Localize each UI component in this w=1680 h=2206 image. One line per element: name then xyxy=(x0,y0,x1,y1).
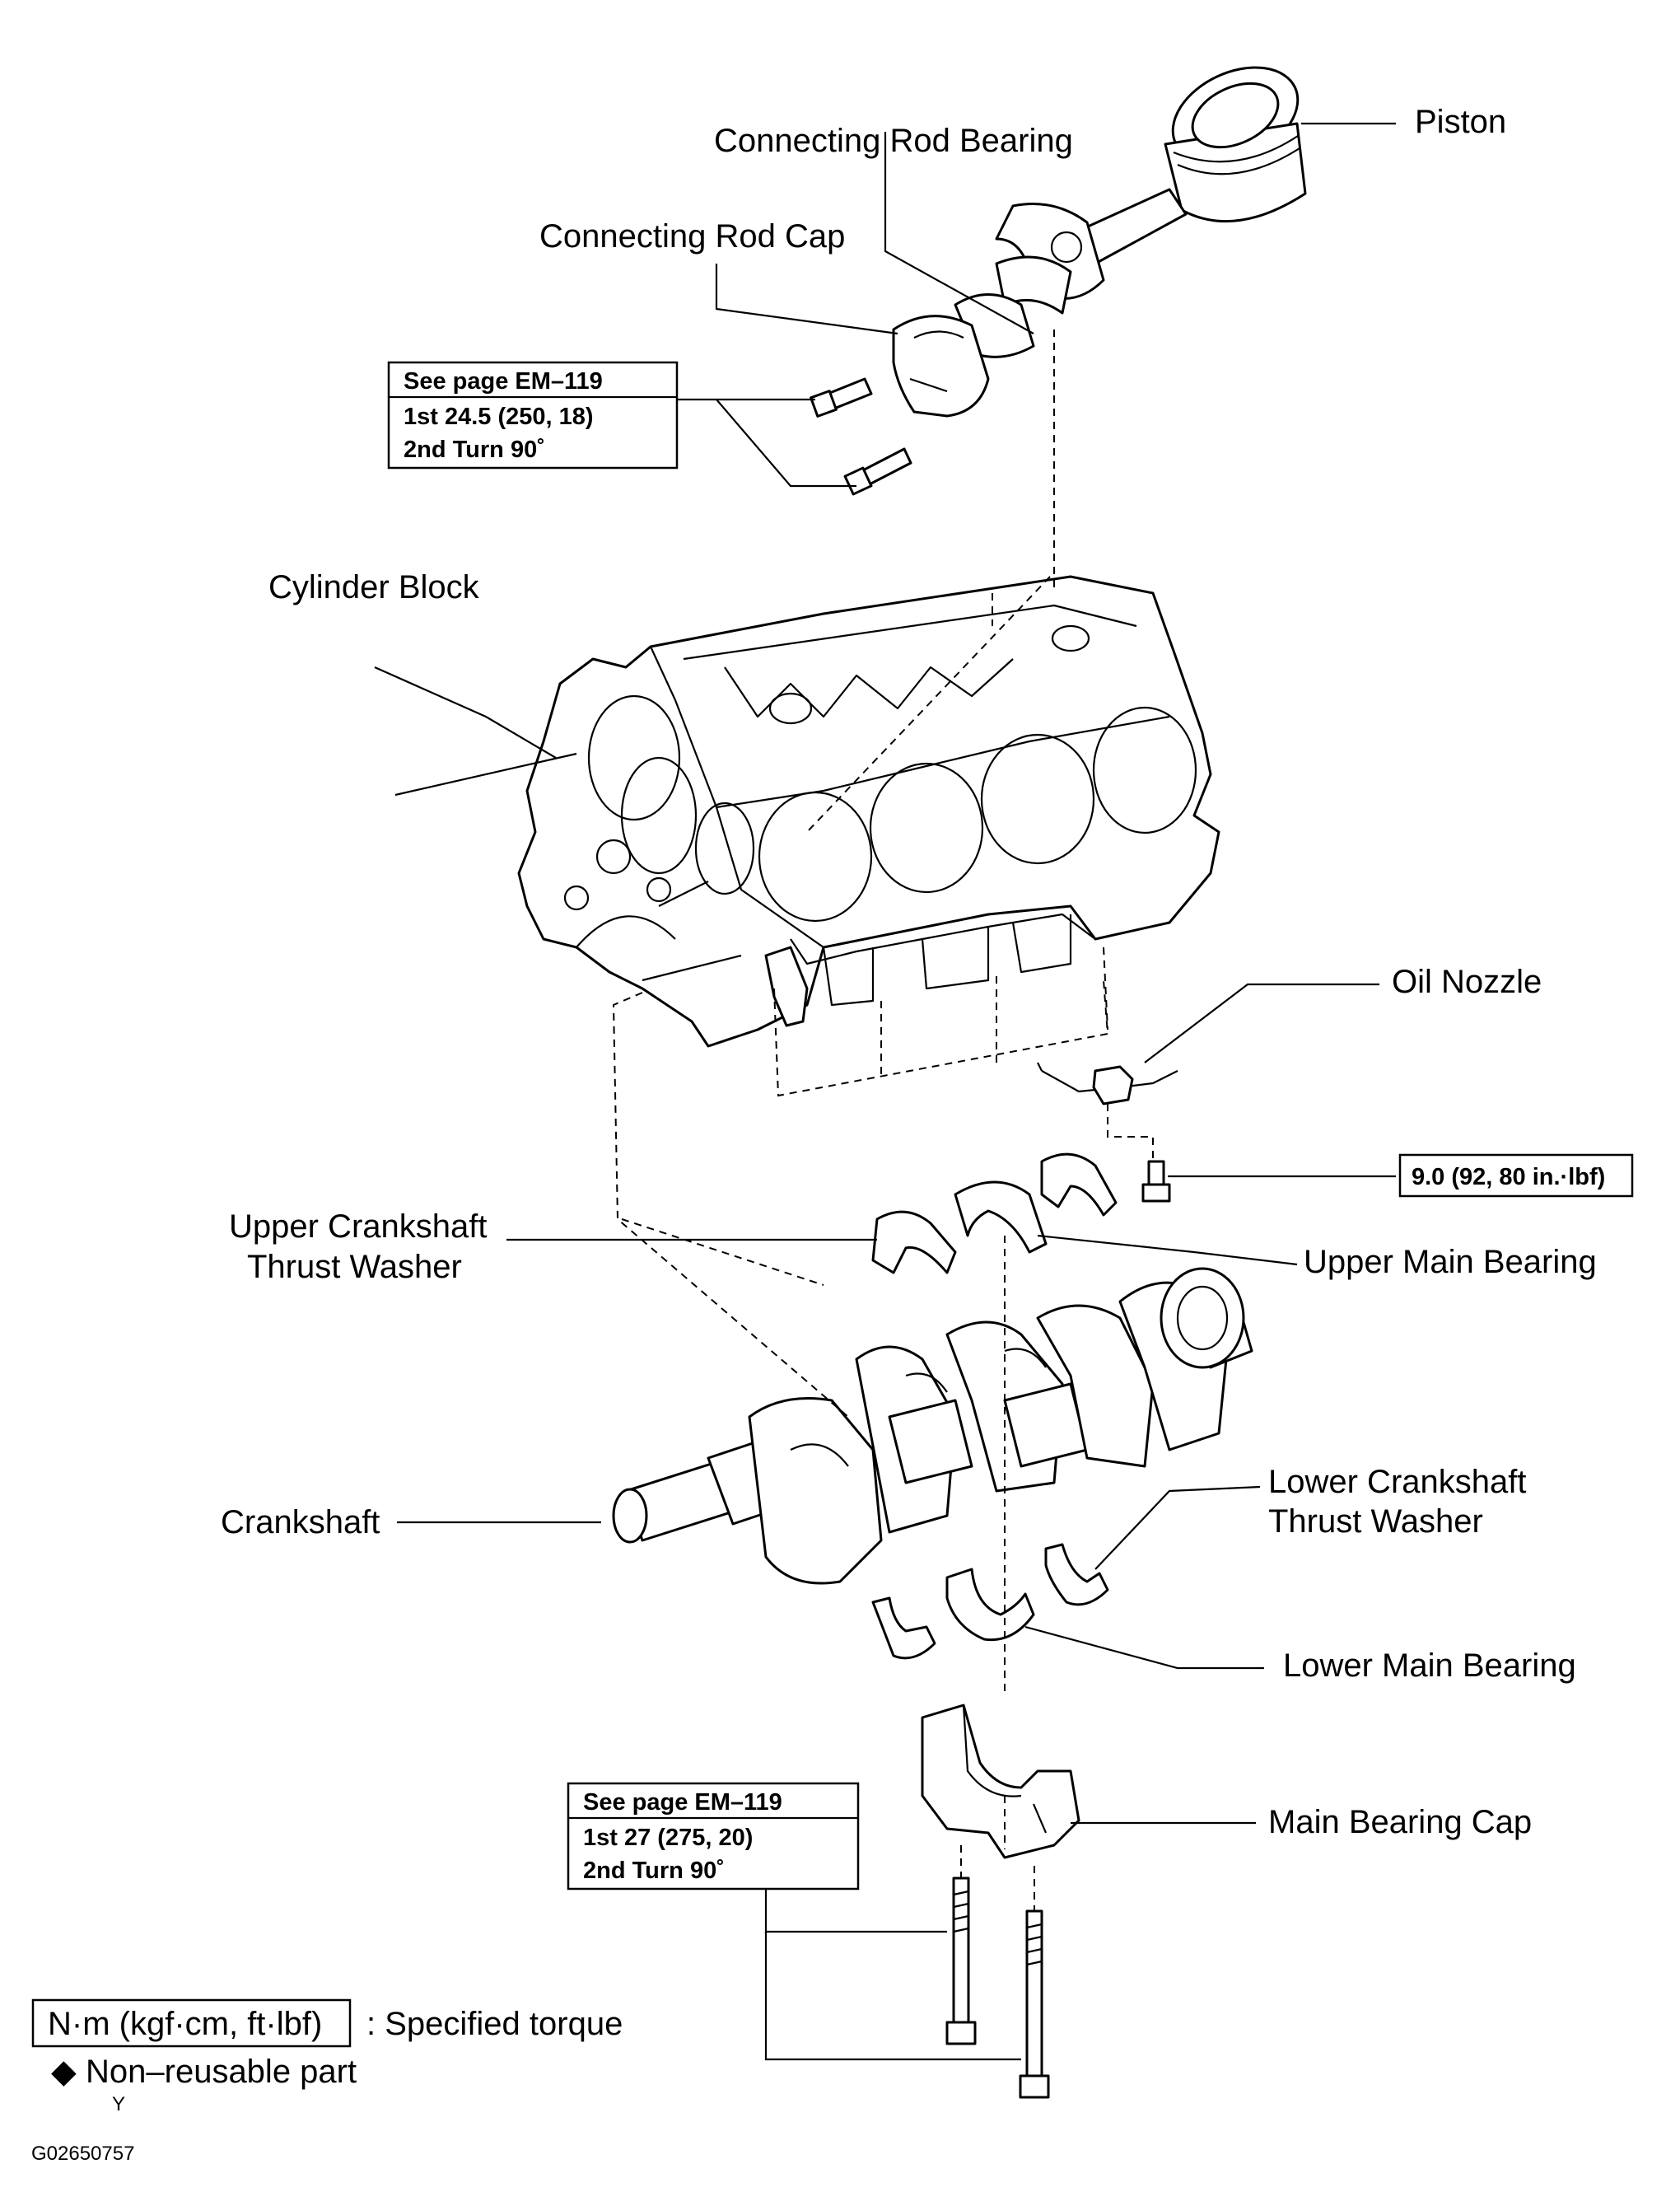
lower-main-bearing xyxy=(945,1568,1035,1642)
main-cap-page-ref: See page EM–119 xyxy=(583,1789,782,1816)
lower-crankshaft-thrust-washer xyxy=(1044,1543,1109,1606)
rod-cap-torque-box: See page EM–119 1st 24.5 (250, 18) 2nd T… xyxy=(387,361,679,470)
label-connecting-rod-cap: Connecting Rod Cap xyxy=(539,218,845,255)
oil-nozzle-torque-box: 9.0 (92, 80 in.·lbf) xyxy=(1398,1153,1634,1198)
label-lower-main-bearing: Lower Main Bearing xyxy=(1283,1647,1576,1684)
crankshaft xyxy=(612,1267,1253,1585)
label-oil-nozzle: Oil Nozzle xyxy=(1392,964,1542,1000)
legend-torque-unit: N·m (kgf·cm, ft·lbf) xyxy=(48,2006,322,2042)
label-upper-main-bearing: Upper Main Bearing xyxy=(1304,1244,1597,1280)
rod-cap-page-ref: See page EM–119 xyxy=(404,368,603,395)
lower-thrust-washer-left xyxy=(871,1596,936,1660)
piston xyxy=(1164,66,1307,223)
label-lower-crankshaft-thrust-washer-line2: Thrust Washer xyxy=(1268,1503,1483,1540)
upper-crankshaft-thrust-washer xyxy=(871,1210,957,1274)
main-cap-step2: 2nd Turn 90˚ xyxy=(583,1858,725,1884)
legend-y-mark: Y xyxy=(112,2093,125,2115)
legend: N·m (kgf·cm, ft·lbf) : Specified torque … xyxy=(31,1998,623,2115)
cylinder-block xyxy=(394,575,1220,1048)
main-cap-bolt-right xyxy=(1019,1909,1050,2099)
rod-cap-step1: 1st 24.5 (250, 18) xyxy=(404,404,594,430)
label-upper-crankshaft-thrust-washer-line2: Thrust Washer xyxy=(247,1249,462,1285)
connecting-rod xyxy=(995,188,1188,300)
oil-nozzle-bolt xyxy=(1141,1160,1171,1203)
label-piston: Piston xyxy=(1415,104,1506,140)
label-main-bearing-cap: Main Bearing Cap xyxy=(1268,1804,1532,1840)
label-cylinder-block: Cylinder Block xyxy=(268,569,480,605)
rod-cap-bolt-upper xyxy=(810,377,873,418)
rod-cap-bolt-lower xyxy=(843,447,912,496)
label-upper-crankshaft-thrust-washer-line1: Upper Crankshaft xyxy=(229,1208,487,1245)
upper-thrust-washer-right xyxy=(1040,1152,1118,1217)
main-bearing-cap xyxy=(921,1704,1080,1859)
label-connecting-rod-bearing: Connecting Rod Bearing xyxy=(714,123,1073,159)
legend-torque-desc: : Specified torque xyxy=(366,2006,623,2042)
oil-nozzle-torque-value: 9.0 (92, 80 in.·lbf) xyxy=(1412,1164,1605,1190)
main-cap-step1: 1st 27 (275, 20) xyxy=(583,1825,753,1851)
label-lower-crankshaft-thrust-washer-line1: Lower Crankshaft xyxy=(1268,1464,1526,1500)
alignment-lines xyxy=(612,329,1154,1911)
main-cap-torque-box: See page EM–119 1st 27 (275, 20) 2nd Tur… xyxy=(567,1782,860,1891)
rod-cap-step2: 2nd Turn 90˚ xyxy=(404,437,545,463)
main-cap-bolt-left xyxy=(945,1877,977,2045)
upper-main-bearing xyxy=(954,1180,1048,1254)
legend-non-reusable-symbol: ◆ xyxy=(51,2054,77,2090)
label-crankshaft: Crankshaft xyxy=(221,1504,380,1540)
connecting-rod-cap xyxy=(892,315,990,418)
oil-nozzle xyxy=(1037,1062,1178,1105)
figure-code: G02650757 xyxy=(31,2143,134,2165)
legend-non-reusable-desc: Non–reusable part xyxy=(86,2054,357,2090)
leader-lines xyxy=(374,122,1396,2061)
